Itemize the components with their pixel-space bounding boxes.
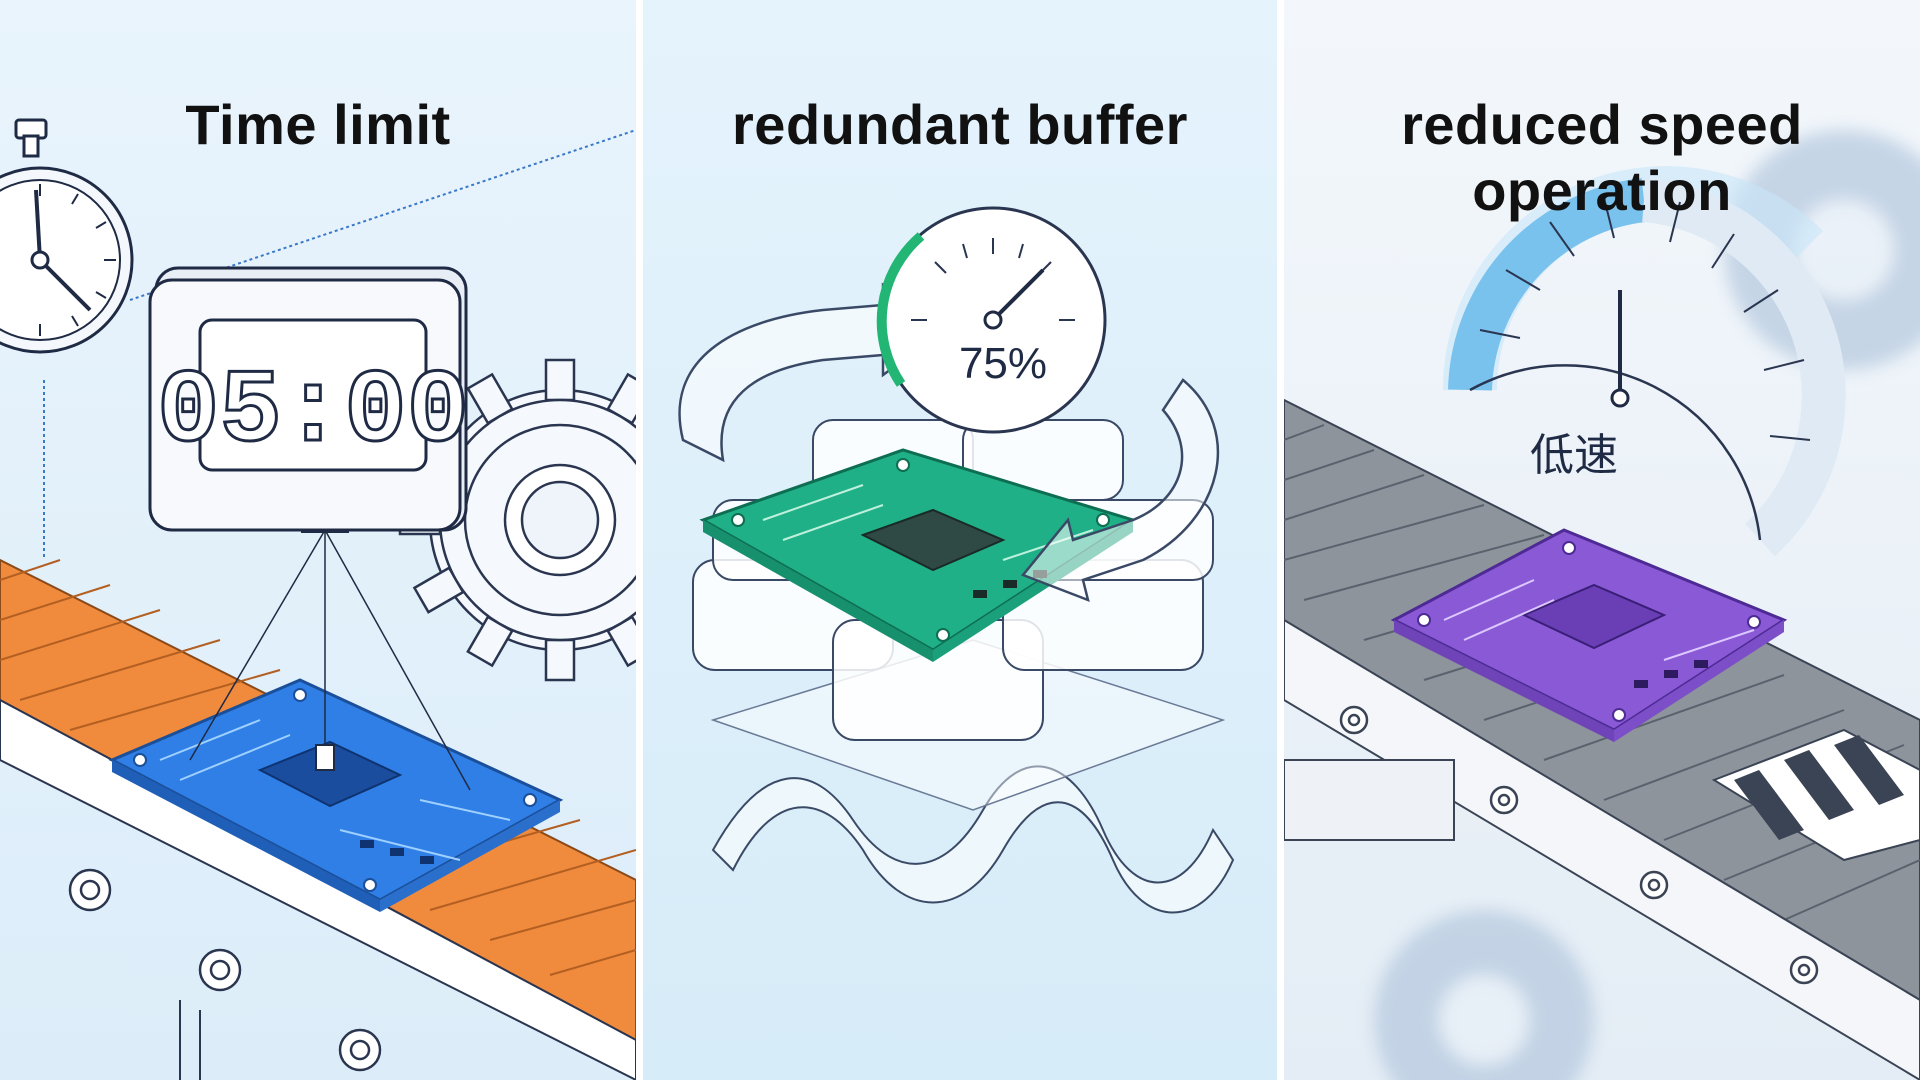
gauge-icon: [876, 206, 1107, 434]
wave-layer: [711, 765, 1235, 914]
redundant-buffer-illustration: 75%: [678, 206, 1235, 914]
gauge-value: 75%: [959, 339, 1047, 388]
panel-title: Time limit: [185, 93, 451, 156]
panel-title-line-2: operation: [1472, 159, 1732, 222]
panel-title-line-1: reduced speed: [1401, 93, 1803, 156]
conveyor-belt: [1284, 398, 1920, 1080]
speedometer-icon: [1442, 166, 1846, 557]
timer-digits: 05:00: [157, 354, 469, 472]
panel-redundant-buffer: 75% redundant buffer: [643, 0, 1277, 1080]
stopwatch-icon: [0, 118, 134, 354]
panel-time-limit: 05:00 Time limit: [0, 0, 636, 1080]
panel-title: reduced speed operation: [1284, 92, 1920, 224]
hazard-stripes: [1711, 728, 1920, 862]
probe-lines: [189, 529, 471, 791]
speed-label: 低速: [1530, 430, 1618, 481]
panel-divider: [636, 0, 643, 1080]
guide-lines: [43, 129, 636, 560]
panel-title: redundant buffer: [732, 93, 1188, 156]
digital-timer: [148, 266, 468, 532]
panel-reduced-speed: 低速 reduced speed operation: [1284, 0, 1920, 1080]
blurred-gear-icon: [1374, 130, 1920, 1080]
time-limit-illustration: 05:00: [0, 118, 636, 1080]
circuit-board: [1390, 528, 1788, 742]
circuit-board: [108, 678, 564, 912]
reduced-speed-illustration: 低速: [1284, 130, 1920, 1080]
panel-divider: [1277, 0, 1284, 1080]
